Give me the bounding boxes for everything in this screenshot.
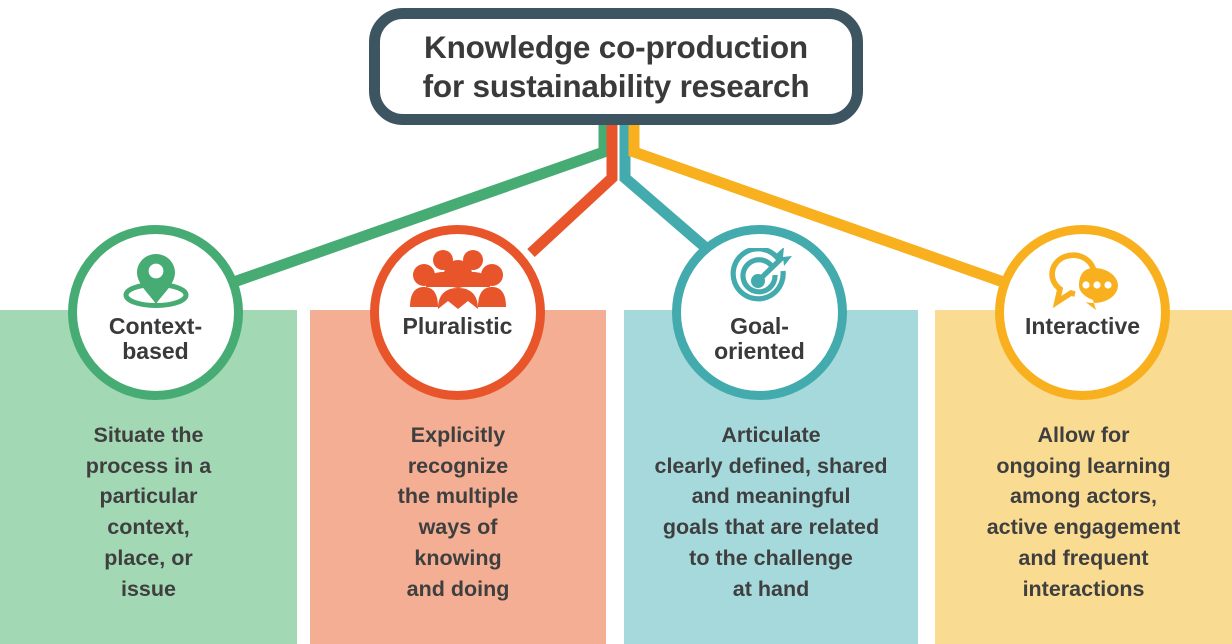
connector-goal-oriented [619, 125, 717, 259]
title-box: Knowledge co-production for sustainabili… [369, 8, 863, 125]
pillar-body-pluralistic: Explicitly recognize the multiple ways o… [397, 423, 519, 601]
target-arrow-icon [727, 248, 793, 310]
pillar-body-goal-oriented: Articulate clearly defined, shared and m… [654, 423, 888, 601]
people-group-icon [409, 248, 506, 310]
pillar-circle-context-based[interactable]: Context- based [68, 225, 243, 400]
pillar-label-goal-oriented: Goal- oriented [714, 313, 805, 364]
pillar-body-context-based: Situate the process in a particular cont… [85, 423, 212, 601]
pillar-circle-goal-oriented[interactable]: Goal- oriented [672, 225, 847, 400]
pillar-circle-interactive[interactable]: Interactive [995, 225, 1170, 400]
connector-pluralistic [527, 125, 618, 258]
pillar-body-interactive: Allow for ongoing learning among actors,… [986, 423, 1181, 601]
speech-bubbles-icon [1044, 248, 1122, 310]
pillar-label-interactive: Interactive [1024, 313, 1141, 339]
page-title: Knowledge co-production for sustainabili… [422, 29, 810, 104]
pillar-circle-pluralistic[interactable]: Pluralistic [370, 225, 545, 400]
map-pin-icon [119, 248, 193, 310]
pillar-label-context-based: Context- based [108, 313, 203, 364]
pillar-label-pluralistic: Pluralistic [402, 313, 513, 339]
